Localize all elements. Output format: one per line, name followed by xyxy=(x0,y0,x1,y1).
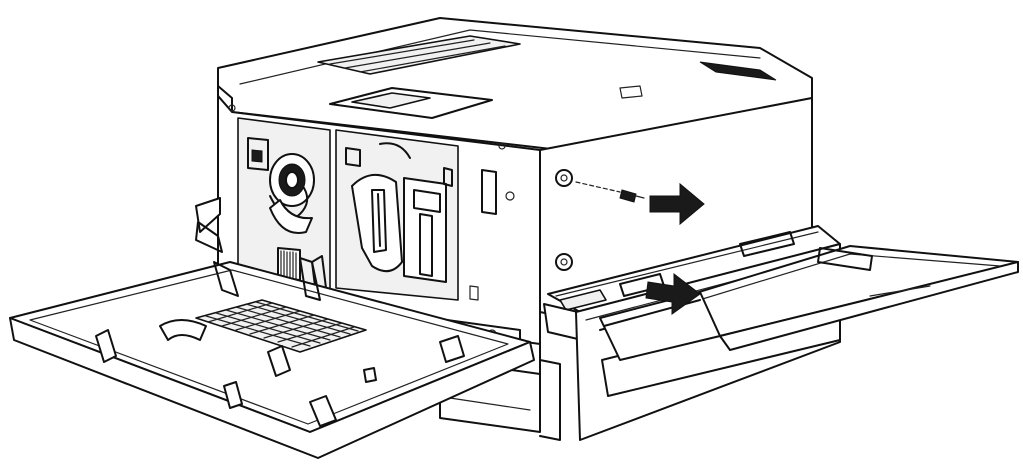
screw-hole-upper xyxy=(555,169,573,187)
lcd-display xyxy=(351,92,431,109)
barcode-label xyxy=(277,247,301,281)
extended-paper-tray xyxy=(599,245,1019,361)
photoconductor-handle xyxy=(351,174,403,273)
screw-hole-lower xyxy=(555,253,573,271)
cover-mesh-vent xyxy=(195,299,367,353)
latch-slot xyxy=(481,169,497,215)
cover-clip xyxy=(95,329,117,363)
left-tray xyxy=(195,197,223,253)
toner-gear-knob xyxy=(269,153,315,234)
front-cover-open xyxy=(9,257,535,459)
screw xyxy=(575,181,645,203)
removal-arrow-icon xyxy=(649,182,705,226)
removal-arrow-icon xyxy=(645,272,701,315)
vent-grille xyxy=(699,61,777,81)
printer-top-lid xyxy=(217,17,813,151)
